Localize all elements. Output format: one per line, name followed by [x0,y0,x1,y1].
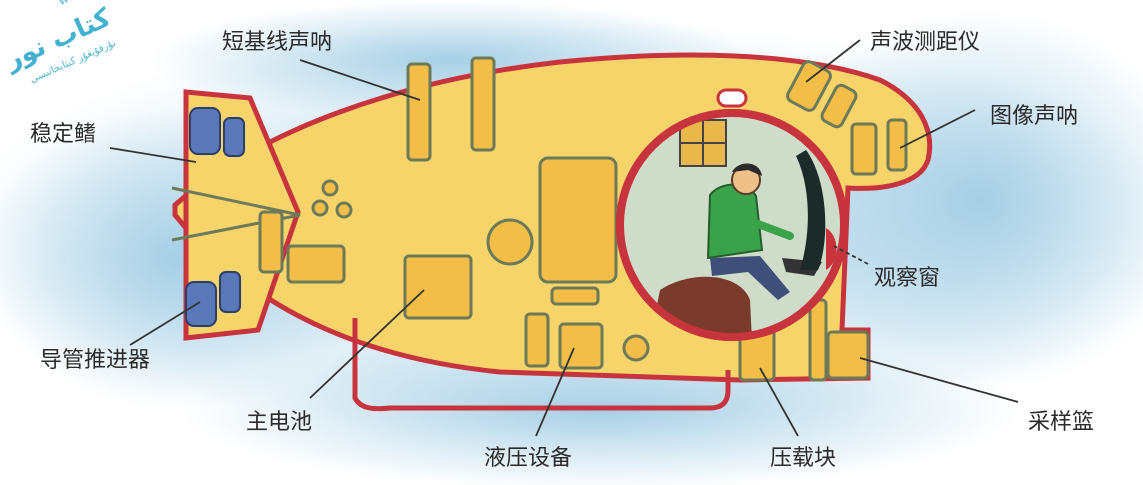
label-hydraulic-equipment: 液压设备 [484,446,573,471]
label-ducted-thruster: 导管推进器 [40,348,151,373]
label-sonar-rangefinder: 声波测距仪 [870,30,981,55]
label-ballast-block: 压载块 [770,446,837,471]
pilot-scene [620,113,844,337]
air-tanks [311,179,353,219]
landing-skid [352,318,731,412]
inner-compartments [258,56,908,382]
ducted-thruster-upper [189,107,245,157]
leader-lines [109,39,1019,437]
label-observation-window: 观察窗 [874,266,941,291]
label-stabilizer-fin: 稳定鳍 [30,122,97,147]
label-image-sonar: 图像声呐 [990,104,1079,129]
label-short-baseline-sonar: 短基线声呐 [222,30,333,55]
label-main-battery: 主电池 [246,410,313,435]
label-sampling-basket: 采样篮 [1028,410,1095,435]
ducted-thruster-lower [185,271,241,327]
fin-inner-line [171,186,301,242]
